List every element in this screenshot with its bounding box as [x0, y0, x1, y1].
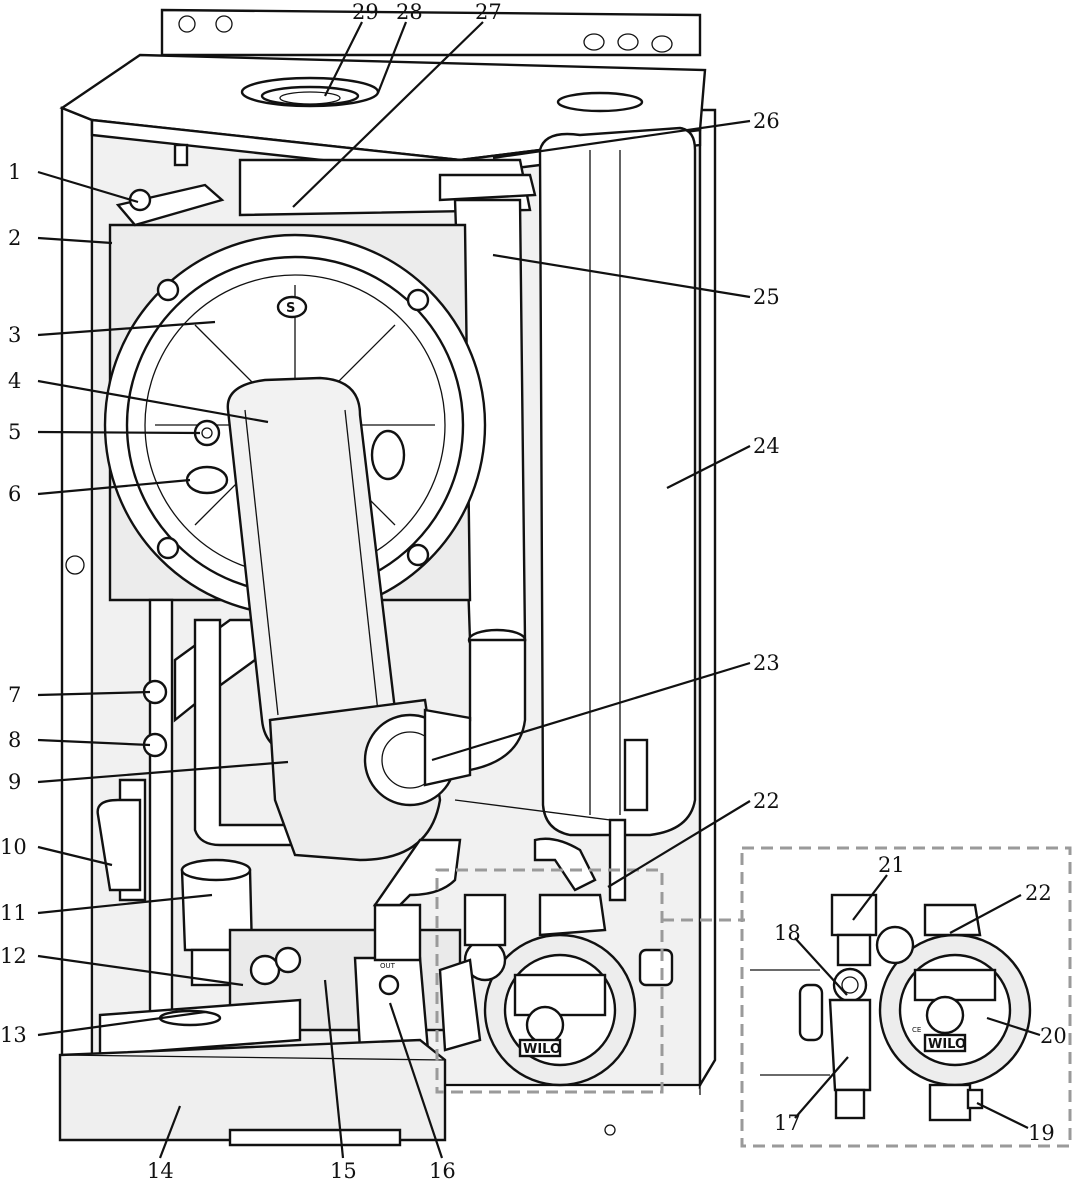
callout-17: 17: [774, 1111, 801, 1135]
callout-24: 24: [753, 434, 780, 458]
callout-21: 21: [878, 853, 905, 877]
callout-27: 27: [475, 0, 502, 24]
callout-5: 5: [8, 420, 21, 444]
detail-pump-brand-text: WILO: [928, 1037, 966, 1052]
callout-9: 9: [8, 770, 21, 794]
callout-12: 12: [0, 944, 27, 968]
callout-22: 22: [753, 789, 780, 813]
callout-29: 29: [352, 0, 379, 24]
callout-14: 14: [147, 1159, 174, 1182]
callout-19: 19: [1028, 1121, 1055, 1145]
callout-22-detail: 22: [1025, 881, 1052, 905]
pump-brand-text: WILO: [523, 1042, 561, 1057]
callout-15: 15: [330, 1159, 357, 1182]
callout-8: 8: [8, 728, 21, 752]
fan-assembly: [268, 698, 472, 862]
expansion-vessel: [538, 126, 697, 837]
callout-10: 10: [0, 835, 27, 859]
callout-26: 26: [753, 109, 780, 133]
callout-3: 3: [8, 323, 21, 347]
callout-6: 6: [8, 482, 21, 506]
gas-valve: OUT: [353, 956, 430, 1052]
pump-main: WILO: [372, 799, 674, 1087]
callout-16: 16: [429, 1159, 456, 1182]
callout-1: 1: [8, 160, 21, 184]
sensor-top: [115, 143, 225, 227]
callout-18: 18: [774, 921, 801, 945]
pump-highlight-box: [435, 868, 664, 1094]
callout-13: 13: [0, 1023, 27, 1047]
fan-logo-text: S: [286, 301, 295, 316]
detail-inset: WILO CE: [740, 846, 1072, 1148]
callout-25: 25: [753, 285, 780, 309]
callout-2: 2: [8, 226, 21, 250]
callout-11: 11: [0, 901, 27, 925]
detail-pump-ce-mark: CE: [912, 1026, 921, 1034]
callout-7: 7: [8, 683, 21, 707]
gas-valve-out-label: OUT: [380, 962, 396, 970]
callout-4: 4: [8, 369, 21, 393]
bottom-casing: [58, 998, 701, 1147]
callout-28: 28: [396, 0, 423, 24]
callout-23: 23: [753, 651, 780, 675]
callout-20: 20: [1040, 1024, 1067, 1048]
left-pipes: [96, 598, 422, 1017]
